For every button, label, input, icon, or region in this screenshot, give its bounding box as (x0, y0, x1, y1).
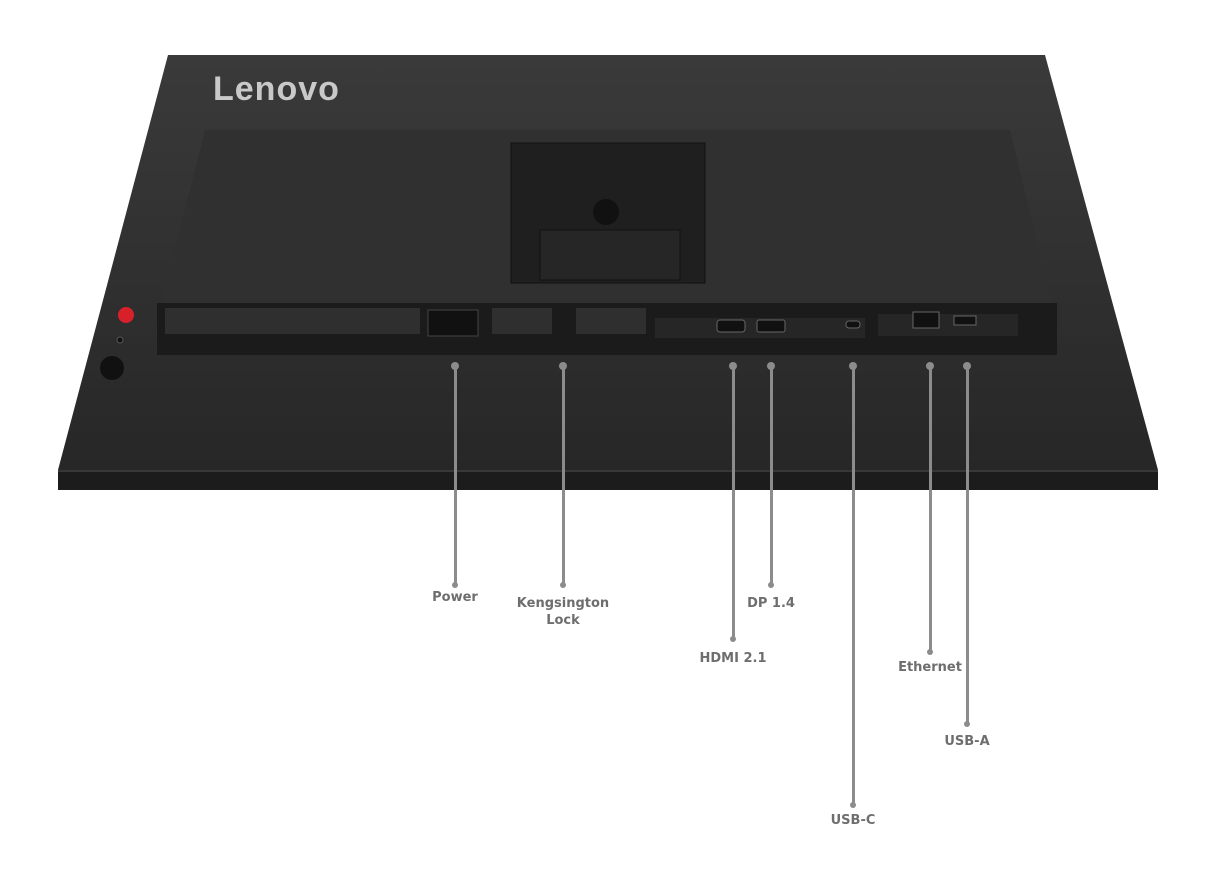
usb-a-port (953, 315, 977, 326)
vent-grille (165, 308, 646, 334)
usb-c-port (845, 320, 861, 329)
callout-label: USB-A (944, 734, 990, 749)
lenovo-logo: Lenovo (213, 70, 340, 108)
power-port (427, 309, 479, 337)
callout-label: DP 1.4 (747, 596, 795, 611)
hdmi-port (716, 319, 746, 333)
callout-label: Power (432, 590, 478, 605)
callout-label: USB-C (830, 813, 876, 828)
dp-port (756, 319, 786, 333)
callout-label: Kengsington Lock (516, 596, 610, 628)
callout-label: Ethernet (898, 660, 962, 675)
joystick (100, 356, 124, 380)
power-button (118, 307, 134, 323)
ethernet-port (912, 311, 940, 329)
callout-label: HDMI 2.1 (699, 651, 767, 666)
